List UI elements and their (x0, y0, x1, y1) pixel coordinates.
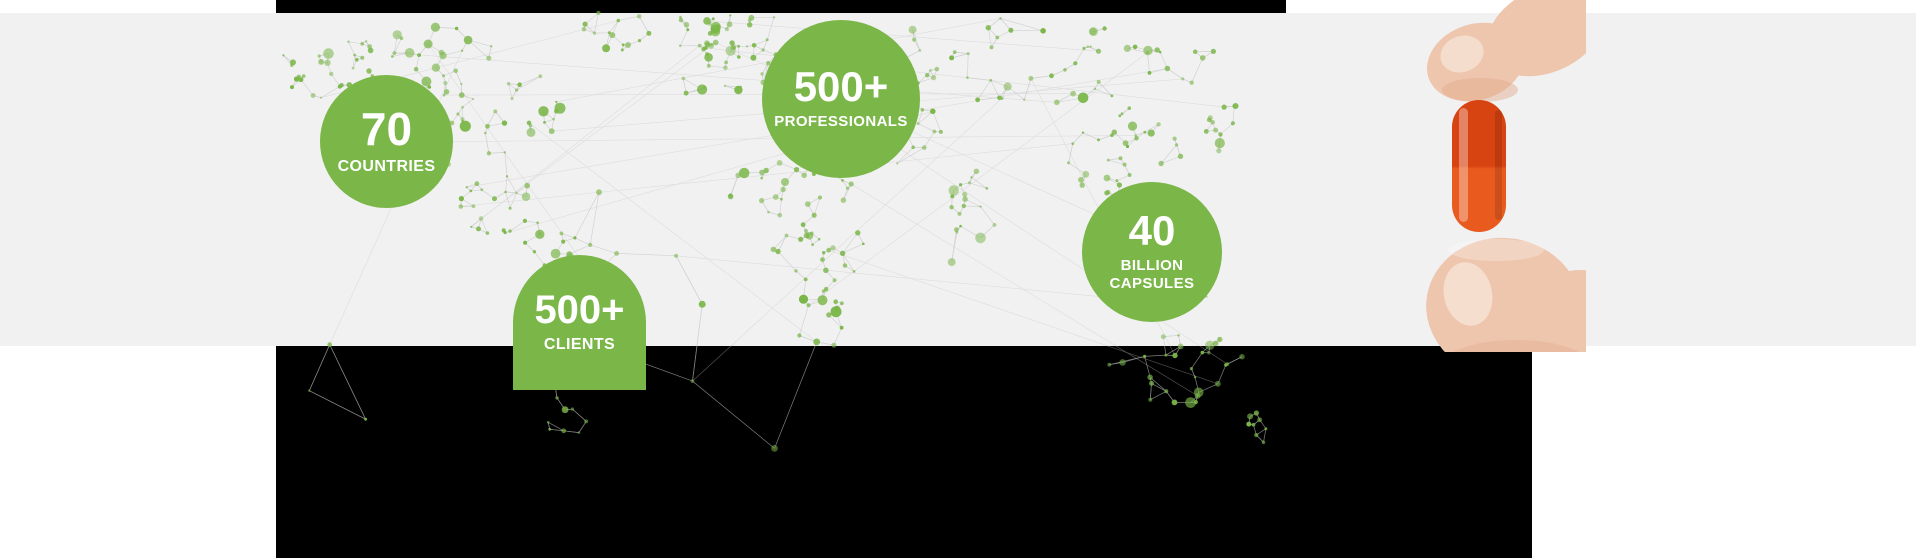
content-band (0, 13, 1916, 346)
stat-label-clients: CLIENTS (543, 335, 616, 353)
stat-bubble-professionals: 500+ PROFESSIONALS (762, 20, 920, 178)
stat-label-countries: COUNTRIES (337, 157, 436, 175)
stat-value-clients: 500+ (534, 288, 625, 333)
stat-bubble-capsules: 40 BILLION CAPSULES (1082, 182, 1222, 322)
stat-value-capsules: 40 (1128, 206, 1176, 254)
stat-label-professionals: PROFESSIONALS (774, 113, 908, 131)
top-black-bar (276, 0, 1286, 13)
stat-value-professionals: 500+ (793, 63, 889, 111)
stat-bubble-clients: 500+ CLIENTS (513, 255, 646, 390)
stat-bubble-countries: 70 COUNTRIES (320, 75, 453, 208)
bottom-black-panel (276, 346, 1532, 558)
stat-label-capsules-line1: BILLION (1120, 256, 1184, 274)
stat-label-capsules-line2: CAPSULES (1109, 275, 1195, 293)
stat-value-countries: 70 (360, 103, 413, 156)
